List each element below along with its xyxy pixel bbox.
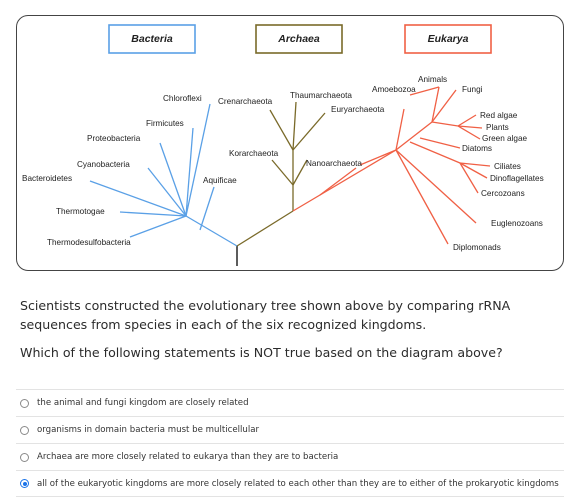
- label-crenarchaeota: Crenarchaeota: [218, 97, 273, 106]
- question-intro: Scientists constructed the evolutionary …: [20, 298, 511, 332]
- radio-button-3[interactable]: [20, 452, 29, 462]
- answer-option-3[interactable]: Archaea are more closely related to euka…: [16, 443, 564, 470]
- answer-option-label: organisms in domain bacteria must be mul…: [37, 425, 260, 435]
- domain-label-archaea: Archaea: [277, 33, 320, 45]
- label-firmicutes: Firmicutes: [146, 119, 184, 128]
- label-cyanobacteria: Cyanobacteria: [77, 160, 130, 169]
- label-green-algae: Green algae: [482, 134, 528, 143]
- question-prompt: Which of the following statements is NOT…: [20, 345, 503, 360]
- label-bacteroidetes: Bacteroidetes: [22, 174, 72, 183]
- label-red-algae: Red algae: [480, 111, 518, 120]
- domain-box-archaea: Archaea: [255, 24, 343, 54]
- label-aquificae: Aquificae: [203, 176, 237, 185]
- label-diatoms: Diatoms: [462, 144, 492, 153]
- domain-label-eukarya: Eukarya: [428, 33, 469, 45]
- label-animals: Animals: [418, 75, 447, 84]
- eukarya-branches: [292, 86, 491, 245]
- label-thermotogae: Thermotogae: [56, 207, 105, 216]
- label-ciliates: Ciliates: [494, 162, 521, 171]
- label-dinoflagellates: Dinoflagellates: [490, 174, 544, 183]
- label-fungi: Fungi: [462, 85, 483, 94]
- label-amoebozoa: Amoebozoa: [372, 85, 416, 94]
- label-cercozoans: Cercozoans: [481, 189, 525, 198]
- radio-button-1[interactable]: [20, 398, 29, 408]
- answer-option-label: all of the eukaryotic kingdoms are more …: [37, 478, 559, 489]
- radio-button-4[interactable]: [20, 479, 29, 488]
- radio-button-2[interactable]: [20, 425, 29, 435]
- answer-option-4[interactable]: all of the eukaryotic kingdoms are more …: [16, 470, 564, 497]
- label-diplomonads: Diplomonads: [453, 243, 501, 252]
- phylogenetic-tree-diagram: Bacteria Archaea Eukarya: [22, 24, 544, 266]
- domain-label-bacteria: Bacteria: [131, 33, 173, 45]
- bacteria-branches: [89, 103, 238, 247]
- label-proteobacteria: Proteobacteria: [87, 134, 141, 143]
- archaea-branches: [236, 101, 326, 247]
- label-thermodesulfobacteria: Thermodesulfobacteria: [47, 238, 131, 247]
- domain-box-eukarya: Eukarya: [404, 24, 492, 54]
- answer-option-2[interactable]: organisms in domain bacteria must be mul…: [16, 416, 564, 443]
- label-plants: Plants: [486, 123, 509, 132]
- label-euryarchaeota: Euryarchaeota: [331, 105, 385, 114]
- diagram-frame: [16, 15, 564, 271]
- label-euglenozoans: Euglenozoans: [491, 219, 543, 228]
- answer-option-label: Archaea are more closely related to euka…: [37, 452, 339, 462]
- label-nanoarchaeota: Nanoarchaeota: [306, 159, 362, 168]
- answer-options: the animal and fungi kingdom are closely…: [16, 389, 564, 497]
- domain-box-bacteria: Bacteria: [108, 24, 196, 54]
- answer-option-1[interactable]: the animal and fungi kingdom are closely…: [16, 389, 564, 416]
- answer-option-label: the animal and fungi kingdom are closely…: [37, 398, 249, 408]
- label-thaumarchaeota: Thaumarchaeota: [290, 91, 352, 100]
- label-chloroflexi: Chloroflexi: [163, 94, 202, 103]
- question-text: Scientists constructed the evolutionary …: [20, 296, 568, 371]
- label-korarchaeota: Korarchaeota: [229, 149, 279, 158]
